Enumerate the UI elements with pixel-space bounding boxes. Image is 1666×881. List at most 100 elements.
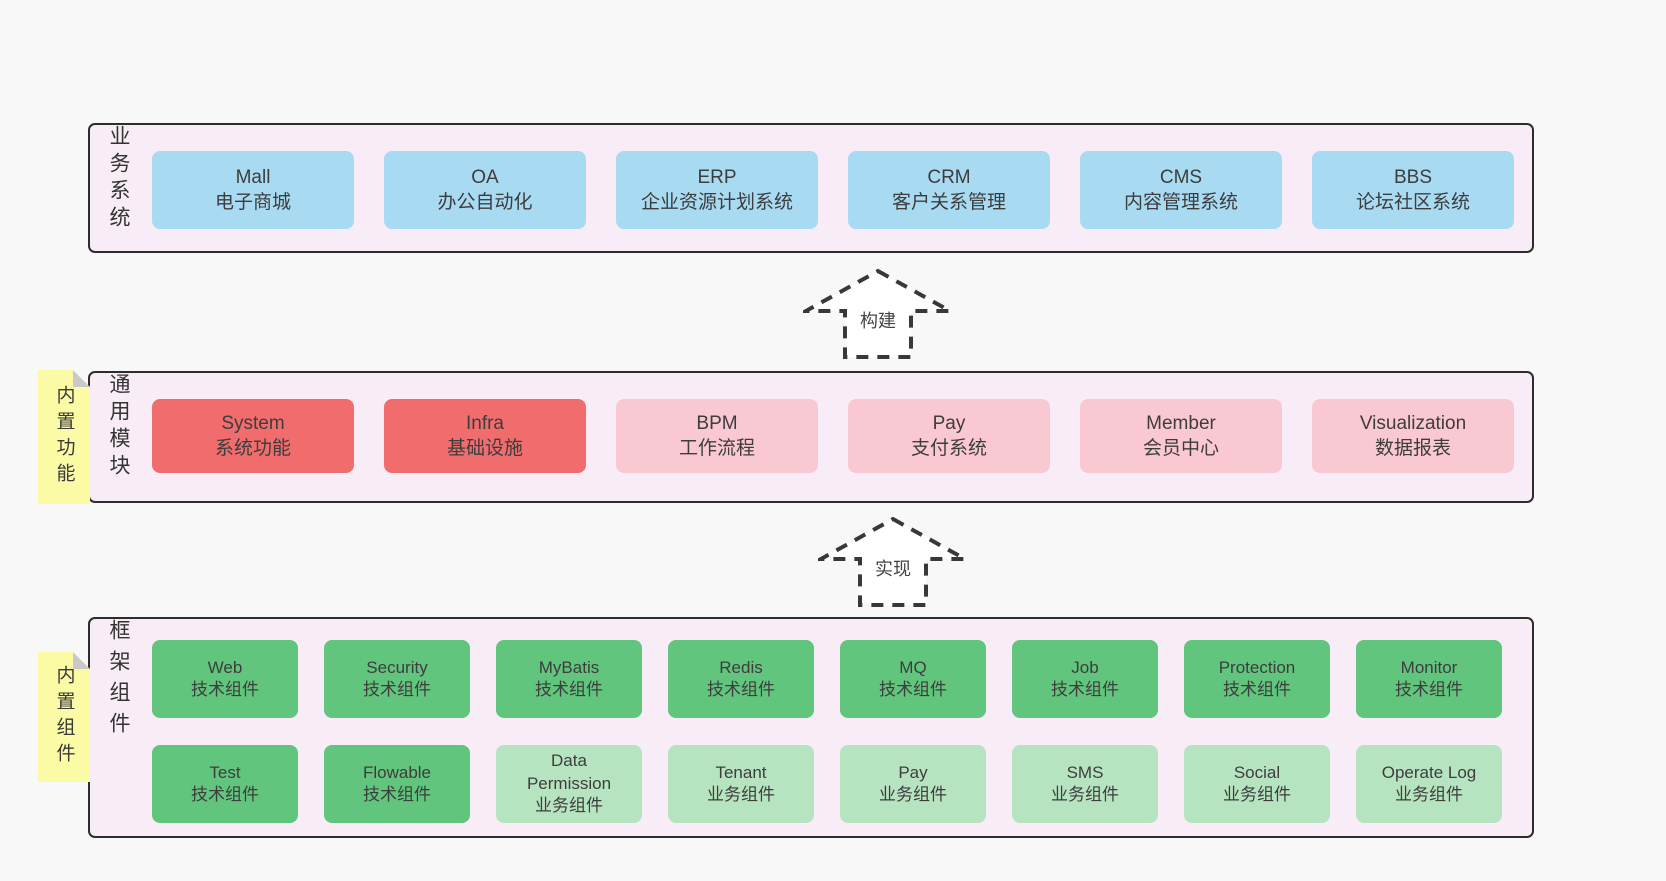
box-title: Pay (898, 762, 928, 782)
common-modules-row: System 系统功能 Infra 基础设施 BPM 工作流程 Pay 支付系统… (152, 399, 1514, 473)
layer-framework-components: 框架组件 Web 技术组件 Security 技术组件 MyBatis 技术组件… (88, 617, 1534, 838)
box-bbs: BBS 论坛社区系统 (1312, 151, 1514, 229)
box-subtitle: 基础设施 (446, 438, 523, 459)
box-title: Job (1071, 657, 1099, 677)
box-title: BPM (696, 412, 738, 434)
layer-common-modules: 通用模块 System 系统功能 Infra 基础设施 BPM 工作流程 Pay… (88, 371, 1534, 503)
sticky-note-builtin-components: 内置组件 (38, 652, 90, 782)
box-flowable: Flowable 技术组件 (324, 745, 470, 823)
box-subtitle: 支付系统 (910, 438, 987, 459)
box-infra: Infra 基础设施 (384, 399, 586, 473)
box-title: Data Permission (526, 751, 612, 793)
box-subtitle: 技术组件 (191, 680, 259, 699)
box-subtitle: 业务组件 (1395, 785, 1463, 804)
box-subtitle: 技术组件 (535, 680, 603, 699)
box-subtitle: 办公自动化 (437, 192, 533, 213)
box-title: Protection (1218, 657, 1296, 677)
box-title: Pay (932, 412, 966, 434)
box-subtitle: 技术组件 (879, 680, 947, 699)
box-subtitle: 技术组件 (191, 785, 259, 804)
arrow-build: 构建 (803, 268, 953, 360)
sticky-note-text: 内置功能 (53, 385, 75, 489)
box-subtitle: 业务组件 (1223, 785, 1291, 804)
layer-framework-components-label: 框架组件 (107, 619, 130, 743)
sticky-note-text: 内置组件 (53, 665, 75, 769)
box-subtitle: 客户关系管理 (891, 192, 1006, 213)
box-subtitle: 技术组件 (363, 680, 431, 699)
box-member: Member 会员中心 (1080, 399, 1282, 473)
box-web: Web 技术组件 (152, 640, 298, 718)
box-title: Security (366, 657, 428, 677)
box-mybatis: MyBatis 技术组件 (496, 640, 642, 718)
box-title: Mall (235, 166, 271, 188)
box-subtitle: 技术组件 (1395, 680, 1463, 699)
box-title: CRM (927, 166, 971, 188)
arrow-implement: 实现 (818, 516, 968, 608)
box-title: Redis (719, 657, 763, 677)
business-systems-row: Mall 电子商城 OA 办公自动化 ERP 企业资源计划系统 CRM 客户关系… (152, 151, 1514, 229)
box-mall: Mall 电子商城 (152, 151, 354, 229)
box-subtitle: 业务组件 (879, 785, 947, 804)
box-title: SMS (1066, 762, 1104, 782)
box-test: Test 技术组件 (152, 745, 298, 823)
box-subtitle: 技术组件 (1051, 680, 1119, 699)
box-subtitle: 数据报表 (1374, 438, 1451, 459)
box-crm: CRM 客户关系管理 (848, 151, 1050, 229)
framework-components-row-2: Test 技术组件 Flowable 技术组件 Data Permission … (152, 745, 1502, 823)
box-cms: CMS 内容管理系统 (1080, 151, 1282, 229)
box-monitor: Monitor 技术组件 (1356, 640, 1502, 718)
box-subtitle: 技术组件 (363, 785, 431, 804)
box-subtitle: 业务组件 (535, 796, 603, 816)
layer-common-modules-label: 通用模块 (107, 373, 130, 481)
box-social: Social 业务组件 (1184, 745, 1330, 823)
box-title: Flowable (362, 762, 432, 782)
arrow-implement-label: 实现 (872, 553, 914, 582)
box-protection: Protection 技术组件 (1184, 640, 1330, 718)
arrow-build-label: 构建 (857, 305, 899, 334)
box-title: Tenant (715, 762, 767, 782)
box-subtitle: 系统功能 (214, 438, 291, 459)
box-title: OA (471, 166, 499, 188)
box-subtitle: 业务组件 (707, 785, 775, 804)
box-redis: Redis 技术组件 (668, 640, 814, 718)
box-bpm: BPM 工作流程 (616, 399, 818, 473)
box-title: Infra (465, 412, 505, 434)
framework-components-row-1: Web 技术组件 Security 技术组件 MyBatis 技术组件 Redi… (152, 640, 1502, 718)
box-mq: MQ 技术组件 (840, 640, 986, 718)
box-sms: SMS 业务组件 (1012, 745, 1158, 823)
box-system: System 系统功能 (152, 399, 354, 473)
box-subtitle: 企业资源计划系统 (640, 192, 793, 213)
box-job: Job 技术组件 (1012, 640, 1158, 718)
box-title: CMS (1159, 166, 1203, 188)
box-subtitle: 业务组件 (1051, 785, 1119, 804)
box-subtitle: 电子商城 (214, 192, 291, 213)
box-title: Monitor (1400, 657, 1458, 677)
sticky-note-builtin-functions: 内置功能 (38, 370, 90, 504)
box-pay-component: Pay 业务组件 (840, 745, 986, 823)
box-visualization: Visualization 数据报表 (1312, 399, 1514, 473)
box-title: Web (207, 657, 243, 677)
box-subtitle: 论坛社区系统 (1355, 192, 1470, 213)
box-title: BBS (1393, 166, 1433, 188)
box-title: Member (1146, 412, 1216, 434)
box-title: Visualization (1359, 412, 1467, 434)
box-title: System (221, 412, 285, 434)
box-subtitle: 技术组件 (1223, 680, 1291, 699)
box-oa: OA 办公自动化 (384, 151, 586, 229)
box-pay-system: Pay 支付系统 (848, 399, 1050, 473)
box-security: Security 技术组件 (324, 640, 470, 718)
box-data-permission: Data Permission 业务组件 (496, 745, 642, 823)
box-title: Test (209, 762, 241, 782)
box-subtitle: 内容管理系统 (1123, 192, 1238, 213)
box-title: Operate Log (1381, 762, 1477, 782)
box-title: MQ (899, 657, 927, 677)
box-subtitle: 技术组件 (707, 680, 775, 699)
box-subtitle: 会员中心 (1142, 438, 1219, 459)
box-tenant: Tenant 业务组件 (668, 745, 814, 823)
layer-business-systems: 业务系统 Mall 电子商城 OA 办公自动化 ERP 企业资源计划系统 CRM… (88, 123, 1534, 253)
box-erp: ERP 企业资源计划系统 (616, 151, 818, 229)
box-title: ERP (697, 166, 737, 188)
box-title: Social (1233, 762, 1281, 782)
box-operate-log: Operate Log 业务组件 (1356, 745, 1502, 823)
